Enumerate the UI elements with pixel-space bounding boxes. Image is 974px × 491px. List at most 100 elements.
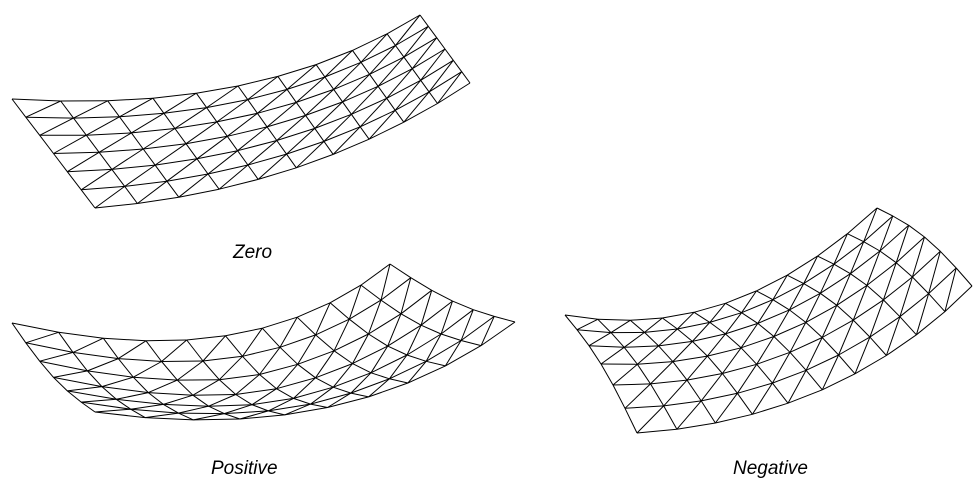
mesh-edge xyxy=(369,314,402,334)
mesh-edge xyxy=(277,128,315,140)
mesh-edge xyxy=(361,34,387,63)
mesh-edge xyxy=(26,117,40,135)
mesh-edge xyxy=(371,373,389,379)
mesh-edge xyxy=(624,332,644,347)
mesh-edge xyxy=(334,334,368,351)
mesh-edge xyxy=(912,277,928,294)
mesh-edge xyxy=(880,251,896,263)
mesh-edge xyxy=(12,99,61,101)
mesh-edge xyxy=(758,323,774,336)
mesh-edge xyxy=(146,341,162,362)
mesh-edge xyxy=(298,351,334,365)
mesh-edge xyxy=(664,406,677,429)
mesh-edge xyxy=(316,378,334,387)
mesh-edge xyxy=(613,384,651,385)
mesh-edge xyxy=(73,352,118,358)
mesh-edge xyxy=(296,141,324,167)
mesh-edge xyxy=(677,401,701,429)
mesh-edge xyxy=(209,405,252,407)
mesh-edge xyxy=(217,122,227,136)
mesh-edge xyxy=(12,323,59,332)
mesh-edge xyxy=(59,332,104,338)
mesh-edge xyxy=(163,404,208,406)
mesh-edge xyxy=(343,86,379,102)
mesh-edge xyxy=(287,65,316,90)
mesh-edge xyxy=(625,406,664,408)
mesh-edge xyxy=(351,379,390,393)
mesh-edge xyxy=(757,291,773,300)
mesh-edge xyxy=(725,313,741,334)
mesh-edge xyxy=(789,310,805,323)
mesh-edge xyxy=(387,15,420,34)
mesh-edge xyxy=(67,172,81,190)
mesh-edge xyxy=(925,237,941,251)
mesh-edge xyxy=(120,117,132,133)
mesh-edge xyxy=(694,303,725,312)
mesh-edge xyxy=(411,278,432,291)
mesh-edge xyxy=(324,114,351,141)
mesh-edge xyxy=(99,133,131,152)
mesh-edge xyxy=(207,108,217,122)
mesh-edge xyxy=(818,256,835,264)
mesh-zero-curvature xyxy=(12,15,470,208)
mesh-edge xyxy=(752,403,788,414)
mesh-edge xyxy=(645,329,678,332)
mesh-edge xyxy=(99,149,143,152)
mesh-edge xyxy=(226,336,243,357)
mesh-edge xyxy=(360,127,369,139)
mesh-edge xyxy=(839,337,870,355)
mesh-edge xyxy=(855,337,870,374)
mesh-edge xyxy=(806,355,839,370)
mesh-edge xyxy=(853,285,867,320)
mesh-edge xyxy=(334,351,352,364)
mesh-edge xyxy=(389,355,407,379)
mesh-edge xyxy=(343,74,370,102)
mesh-edge xyxy=(870,300,884,337)
mesh-edge xyxy=(179,174,208,197)
mesh-edge xyxy=(701,401,715,423)
mesh-edge xyxy=(387,80,421,98)
mesh-edge xyxy=(155,165,167,181)
mesh-edge xyxy=(343,102,352,114)
mesh-edge xyxy=(625,408,637,433)
mesh-edge xyxy=(737,393,752,414)
mesh-edge xyxy=(278,76,287,89)
mesh-edge xyxy=(404,38,437,57)
mesh-edge xyxy=(118,359,133,378)
mesh-edge xyxy=(598,319,611,332)
mesh-edge xyxy=(692,341,707,356)
mesh-edge xyxy=(378,57,404,86)
mesh-edge xyxy=(396,26,429,45)
mesh-edge xyxy=(334,89,343,102)
mesh-edge xyxy=(381,300,401,314)
mesh-edge xyxy=(834,264,850,274)
mesh-edge xyxy=(26,117,74,118)
mesh-edge xyxy=(209,406,225,413)
mesh-edge xyxy=(788,390,822,403)
mesh-edge xyxy=(175,129,186,144)
mesh-edge xyxy=(774,310,790,337)
mesh-edge xyxy=(145,413,178,418)
mesh-edge xyxy=(850,274,867,286)
mesh-edge xyxy=(219,356,242,379)
mesh-edge xyxy=(429,72,462,92)
mesh-edge xyxy=(662,318,677,329)
mesh-edge xyxy=(601,347,624,364)
mesh-edge xyxy=(315,114,352,128)
mesh-edge xyxy=(287,77,325,89)
mesh-edge xyxy=(227,136,237,150)
mesh-edge xyxy=(133,362,161,378)
mesh-edge xyxy=(404,57,412,69)
mesh-edge xyxy=(611,320,630,332)
mesh-edge xyxy=(73,338,103,352)
mesh-edge xyxy=(839,355,855,374)
mesh-edge xyxy=(722,374,737,394)
mesh-edge xyxy=(916,312,945,335)
mesh-edge xyxy=(421,80,429,92)
mesh-edge xyxy=(178,413,224,414)
mesh-edge xyxy=(40,135,54,153)
mesh-edge xyxy=(853,300,883,320)
mesh-edge xyxy=(772,352,790,383)
mesh-edge xyxy=(613,385,625,408)
mesh-edge xyxy=(54,371,88,378)
